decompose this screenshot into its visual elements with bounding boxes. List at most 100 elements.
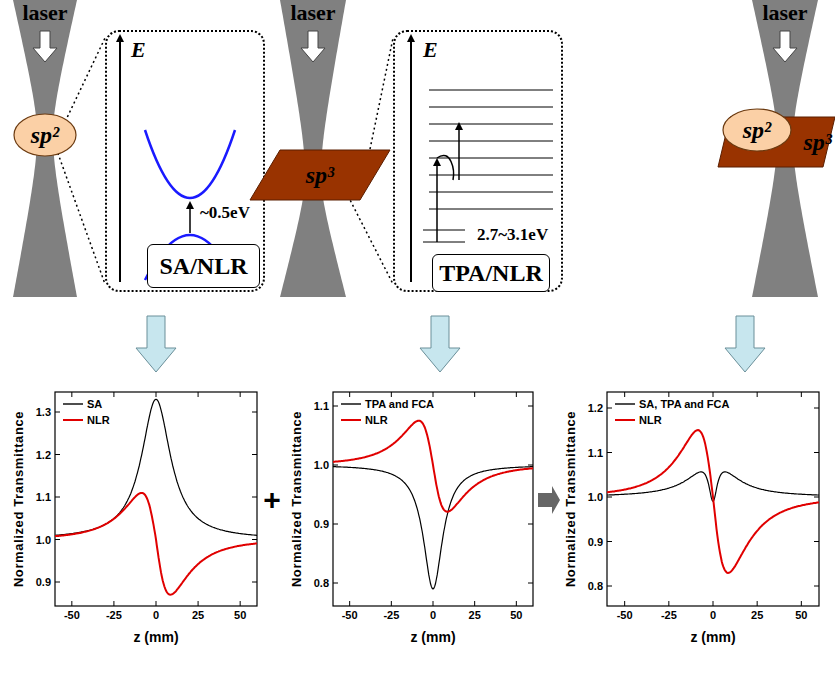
tick [240, 601, 241, 606]
tick [156, 601, 157, 606]
beam-direction-arrow [773, 31, 797, 62]
beam-label: laser [22, 0, 67, 25]
energy-callout: E2.7~3.1eVTPA/NLR [393, 30, 563, 292]
axis-title: Normalized Transmittance [290, 411, 303, 587]
energy-level [429, 192, 553, 193]
tick [814, 541, 819, 542]
tick-label: -50 [617, 610, 633, 621]
transition-arrow [189, 209, 191, 233]
tick [668, 601, 669, 606]
tick-label: 0 [153, 610, 159, 621]
sp3-plane: sp³ [250, 150, 390, 200]
tick-label: 1.0 [588, 492, 603, 503]
ellipse-outline [723, 109, 791, 151]
absorption-curve [333, 467, 533, 589]
tick [391, 601, 392, 606]
tick [814, 586, 819, 587]
energy-level [429, 124, 553, 125]
tick-label: 50 [234, 610, 246, 621]
tick-label: -25 [383, 610, 399, 621]
tick [113, 392, 114, 397]
tick-label: 1.3 [36, 407, 51, 418]
tick [55, 497, 60, 498]
legend-text: NLR [87, 415, 110, 426]
beam-profile [280, 0, 346, 297]
plot-frame [607, 392, 819, 606]
legend-line [615, 403, 635, 404]
box-label: SA/NLR [159, 253, 247, 279]
flow-arrow [420, 316, 460, 372]
energy-level [429, 175, 553, 176]
tick [668, 392, 669, 397]
tick [624, 392, 625, 397]
beam-direction-arrow [33, 31, 57, 62]
box-label: TPA/NLR [439, 260, 543, 286]
mechanism-box: TPA/NLR [432, 254, 550, 292]
laser-beam-shape [280, 0, 346, 297]
para-label: sp³ [803, 129, 832, 155]
nlr-curve [333, 421, 533, 512]
ell-label: sp² [31, 122, 60, 148]
tick [333, 465, 338, 466]
tick [757, 601, 758, 606]
energy-level [423, 230, 465, 231]
beam-direction-arrow [301, 31, 325, 62]
tick [71, 392, 72, 397]
tick-label: 50 [795, 610, 807, 621]
axis-title: z (mm) [410, 630, 455, 644]
tick-label: 0.9 [314, 519, 329, 530]
plus-sign: + [263, 485, 281, 515]
tick [474, 601, 475, 606]
tick [113, 601, 114, 606]
axis-title: Normalized Transmittance [12, 411, 25, 587]
plot-frame [55, 392, 257, 606]
energy-label: 2.7~3.1eV [477, 226, 548, 245]
tick-label: 25 [751, 610, 763, 621]
tick [528, 524, 533, 525]
nlr-curve [55, 493, 257, 595]
ellipse-outline [14, 114, 76, 156]
legend-line [341, 419, 361, 421]
beam-label: laser [762, 0, 807, 25]
tick [156, 392, 157, 397]
absorption-arrow [458, 130, 460, 180]
flow-arrow [725, 316, 765, 372]
tick [252, 454, 257, 455]
energy-level [429, 141, 553, 142]
tick [607, 541, 612, 542]
beam-label: laser [290, 0, 335, 25]
axis-title: z (mm) [133, 630, 178, 644]
tick-label: -25 [106, 610, 122, 621]
conduction-band [145, 130, 235, 198]
tick [391, 392, 392, 397]
tick [814, 497, 819, 498]
beam-profile [13, 0, 77, 297]
plane-outline [250, 150, 390, 200]
relaxation-curl [437, 155, 453, 180]
tick-label: 1.0 [36, 534, 51, 545]
tick [349, 601, 350, 606]
axis-title: z (mm) [690, 630, 735, 644]
tick [252, 497, 257, 498]
tick-label: 1.0 [314, 460, 329, 471]
tick [607, 586, 612, 587]
ell-label: sp² [743, 117, 772, 143]
plot-frame [333, 392, 533, 606]
absorption-arrow-head [433, 158, 441, 166]
tick [801, 601, 802, 606]
mechanism-box: SA/NLR [147, 244, 260, 288]
tick [252, 582, 257, 583]
tick [516, 601, 517, 606]
tick-label: 25 [469, 610, 481, 621]
sp2-ellipse: sp² [722, 108, 792, 152]
tick [55, 582, 60, 583]
tick [333, 406, 338, 407]
legend-text: SA, TPA and FCA [639, 399, 729, 410]
tick [349, 392, 350, 397]
tick [198, 601, 199, 606]
plane-outline [718, 117, 835, 167]
tick-label: -25 [661, 610, 677, 621]
tick-label: -50 [64, 610, 80, 621]
tick [607, 497, 612, 498]
